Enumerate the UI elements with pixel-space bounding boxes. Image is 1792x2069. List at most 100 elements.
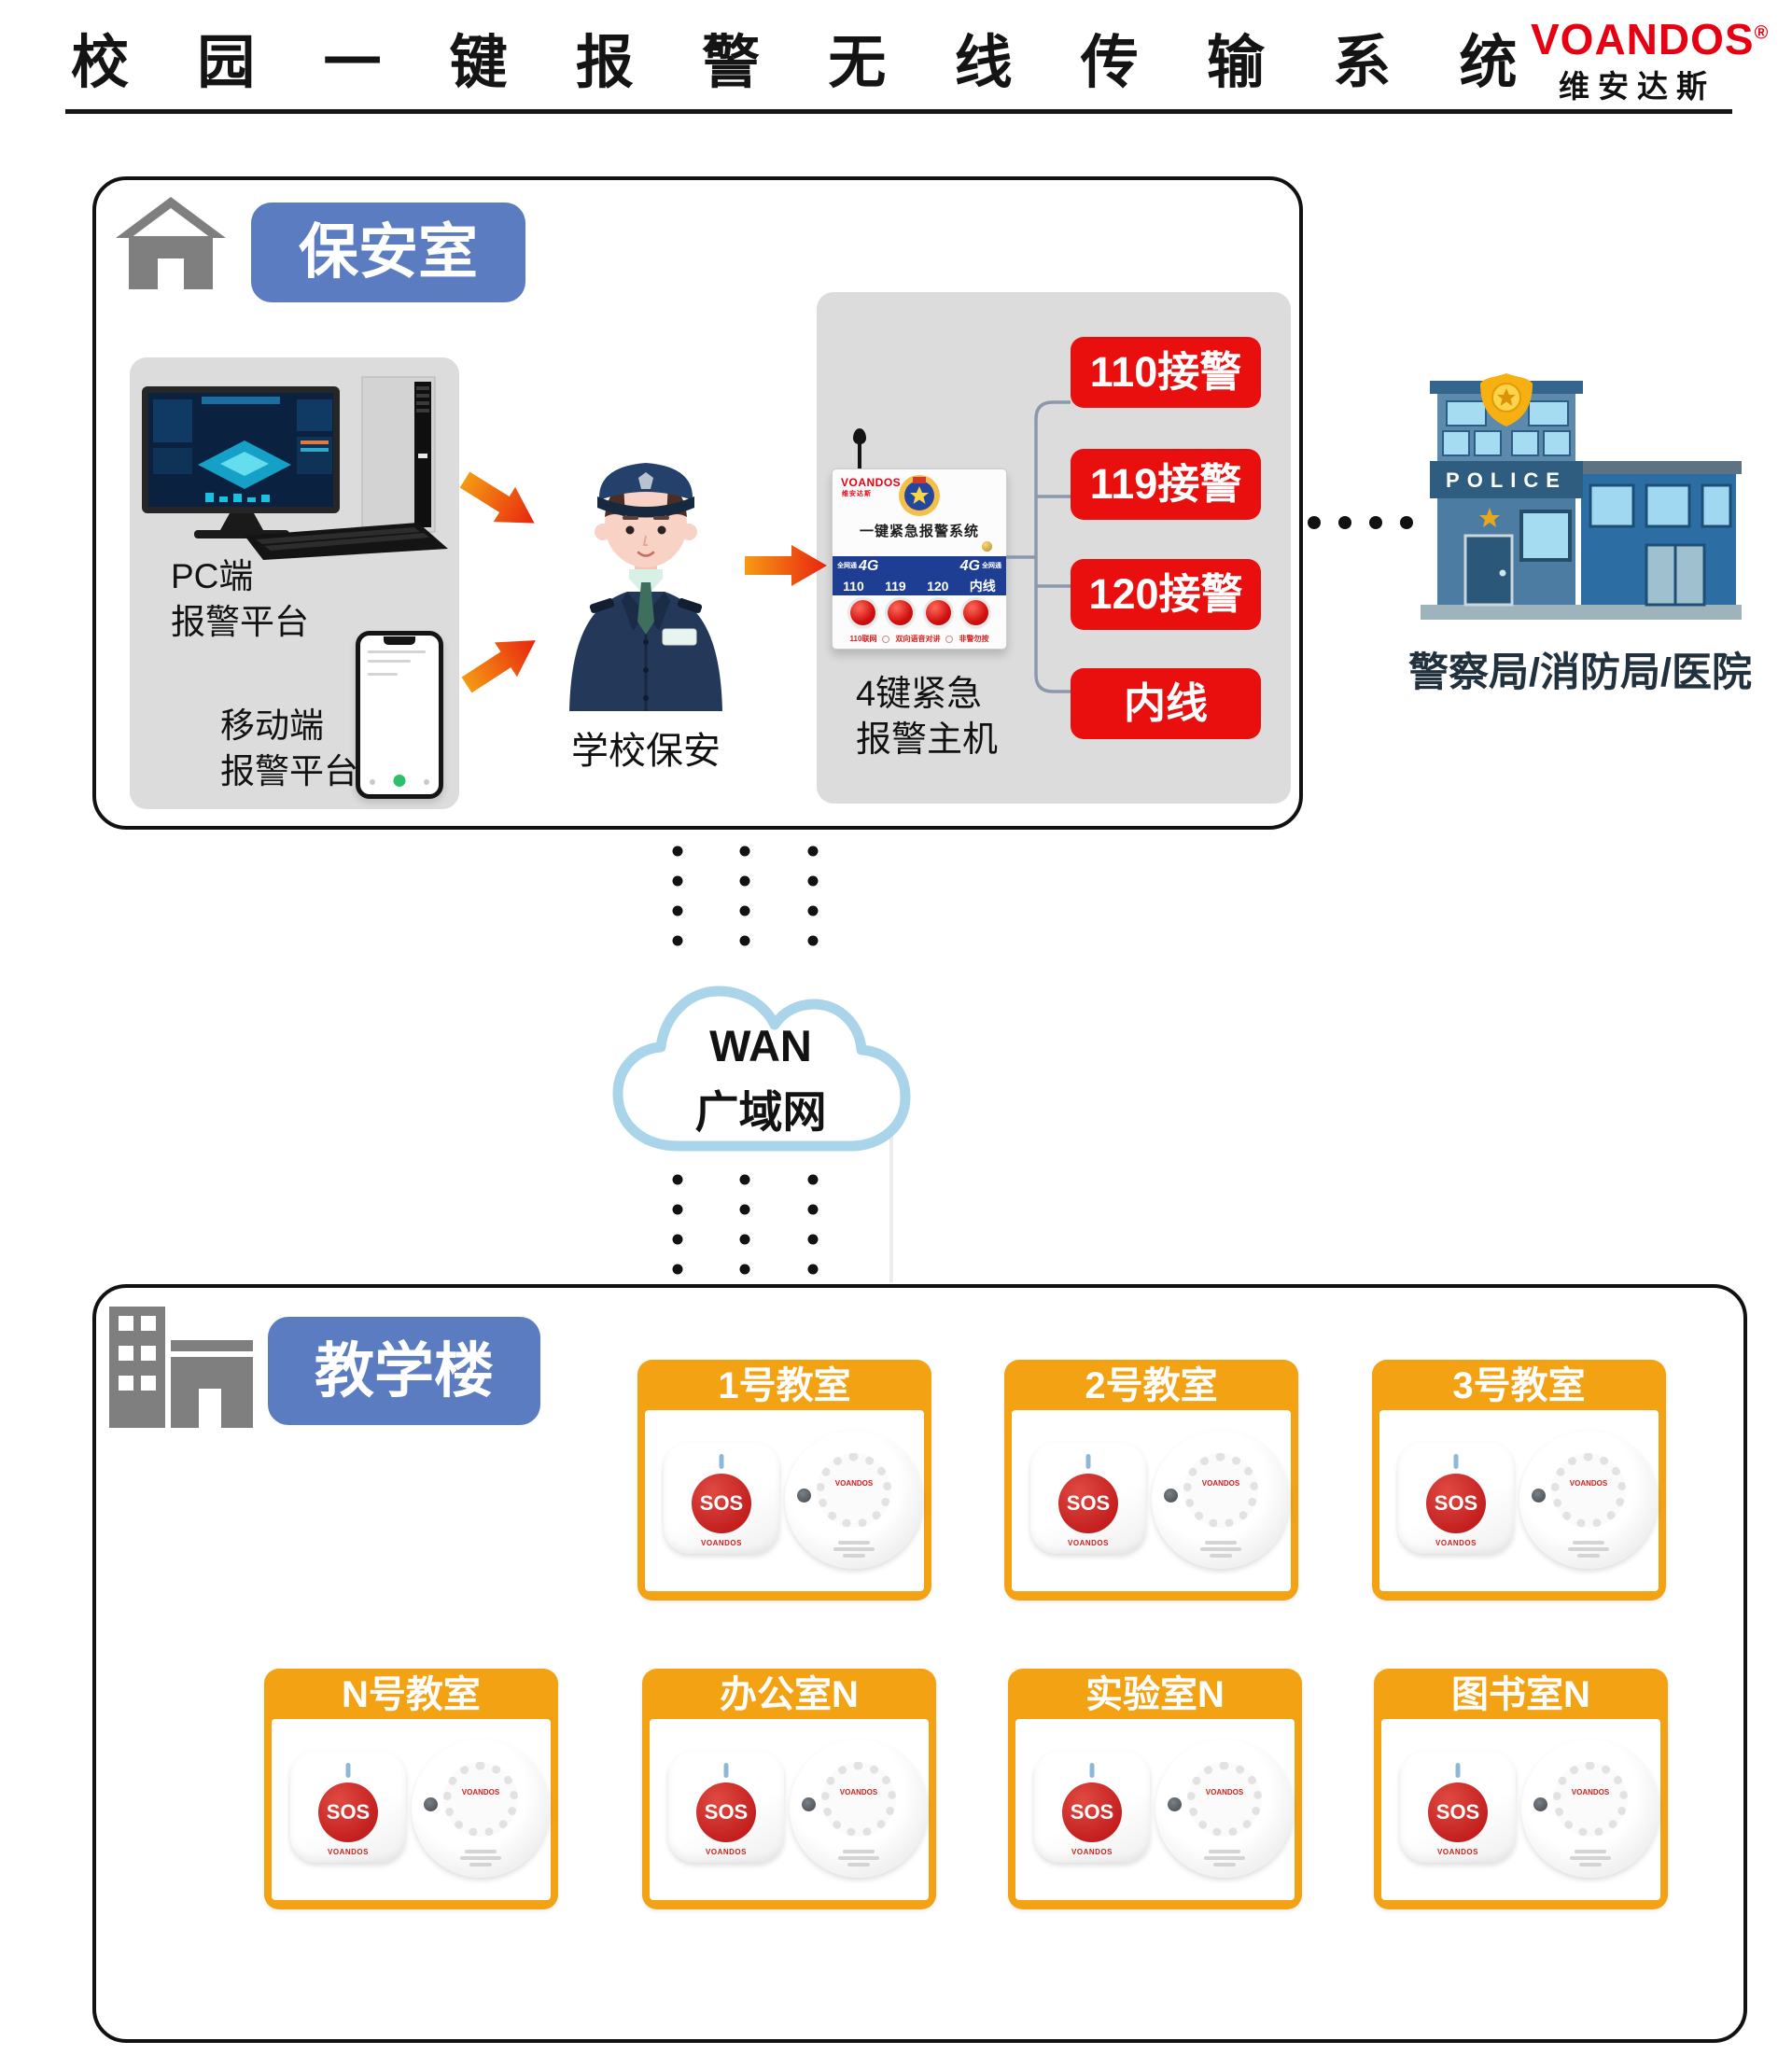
host-note-2: 双向语音对讲 xyxy=(895,635,941,643)
flow-arrows xyxy=(459,471,827,693)
wan-cloud-icon xyxy=(612,986,911,1152)
led-icon xyxy=(719,1454,724,1469)
wan-label-line1: WAN xyxy=(709,1021,812,1070)
police-fire-hospital-label: 警察局/消防局/医院 xyxy=(1408,650,1752,695)
detector-led-icon xyxy=(424,1797,438,1811)
detector-knob xyxy=(1551,1453,1626,1528)
room-card-title: 3号教室 xyxy=(1452,1365,1586,1406)
host-notes: 110联网 双向语音对讲 非警勿按 xyxy=(833,634,1006,644)
detector-knob xyxy=(817,1453,891,1528)
device-brand: VOANDOS xyxy=(328,1848,369,1856)
host-red-button-120 xyxy=(925,600,951,625)
sos-red-button: SOS xyxy=(1058,1474,1118,1533)
sos-button-device: SOS VOANDOS xyxy=(1400,1751,1516,1863)
device-brand: VOANDOS xyxy=(1068,1539,1109,1547)
page-title: 校 园 一 键 报 警 无 线 传 输 系 统 xyxy=(71,31,1544,95)
host-key-119: 119 xyxy=(885,578,906,594)
host-brand-cn: 维安达斯 xyxy=(842,491,872,497)
registered-mark: ® xyxy=(1754,22,1770,44)
phone-app-button xyxy=(393,775,406,787)
device-brand: VOANDOS xyxy=(706,1848,747,1856)
device-brand: VOANDOS xyxy=(1435,1539,1477,1547)
room-card-body: SOS VOANDOS VOANDOS xyxy=(1381,1719,1660,1900)
detector-led-icon xyxy=(1168,1797,1182,1811)
school-building-icon xyxy=(109,1307,253,1428)
led-icon xyxy=(1453,1454,1459,1469)
smoke-detector-device: VOANDOS xyxy=(785,1431,923,1569)
key-lock-icon xyxy=(982,541,992,552)
sos-red-button: SOS xyxy=(692,1474,751,1533)
host-note-1: 110联网 xyxy=(849,635,877,643)
host-red-button-110 xyxy=(849,600,875,625)
led-icon xyxy=(1085,1454,1091,1469)
security-guard-image xyxy=(569,463,722,711)
sos-red-button: SOS xyxy=(1062,1782,1122,1842)
smoke-detector-device: VOANDOS xyxy=(1521,1740,1659,1878)
room-card-title: 图书室N xyxy=(1451,1674,1590,1715)
guard-label: 学校保安 xyxy=(571,731,721,772)
room-card-title: 实验室N xyxy=(1085,1674,1225,1715)
detector-led-icon xyxy=(797,1489,811,1503)
detector-knob xyxy=(1183,1453,1258,1528)
dotted-line-to-police xyxy=(1308,516,1413,529)
detector-knob xyxy=(821,1762,896,1837)
brand-logo-chinese: 维安达斯 xyxy=(1559,69,1715,105)
header-divider xyxy=(65,109,1732,114)
smoke-detector-device: VOANDOS xyxy=(790,1740,928,1878)
mobile-phone-image xyxy=(356,631,443,799)
detector-knob xyxy=(443,1762,518,1837)
dotted-link-top xyxy=(672,846,819,946)
brand-logo-text: VOANDOS® xyxy=(1531,17,1768,62)
host-button-row xyxy=(833,600,1006,625)
arrow-guard-to-host xyxy=(745,545,827,586)
alarm-button-119: 119接警 xyxy=(1071,449,1261,520)
host-key-intercom: 内线 xyxy=(969,578,996,594)
security-room-label: 保安室 xyxy=(251,203,525,302)
detector-led-icon xyxy=(802,1797,816,1811)
room-card-body: SOS VOANDOS VOANDOS xyxy=(1012,1410,1291,1591)
detector-led-icon xyxy=(1164,1489,1178,1503)
net-left-big: 4G xyxy=(859,557,879,574)
mobile-platform-label-line2: 报警平台 xyxy=(220,751,358,790)
host-key-120: 120 xyxy=(927,578,949,594)
device-brand: VOANDOS xyxy=(1437,1848,1478,1856)
police-sign: POLICE xyxy=(1446,468,1567,492)
sos-red-button: SOS xyxy=(1428,1782,1488,1842)
brand-name: VOANDOS xyxy=(1531,15,1755,63)
detector-knob xyxy=(1553,1762,1628,1837)
detector-led-icon xyxy=(1532,1489,1546,1503)
sos-button-device: SOS VOANDOS xyxy=(1030,1442,1146,1554)
alarm-button-intercom: 内线 xyxy=(1071,668,1261,739)
device-brand: VOANDOS xyxy=(839,1788,878,1796)
led-icon xyxy=(1089,1763,1095,1778)
wan-label: WAN 广域网 xyxy=(599,1014,922,1145)
host-panel-title: 一键紧急报警系统 xyxy=(859,524,979,539)
device-brand: VOANDOS xyxy=(1201,1479,1240,1488)
alarm-host-label-line1: 4键紧急 xyxy=(856,675,983,714)
brand-logo: VOANDOS® 维安达斯 xyxy=(1531,17,1768,106)
device-brand: VOANDOS xyxy=(834,1479,874,1488)
host-note-3: 非警勿按 xyxy=(959,635,989,643)
smoke-detector-device: VOANDOS xyxy=(1519,1431,1658,1569)
arrow-mobile-to-guard xyxy=(461,640,536,693)
device-brand: VOANDOS xyxy=(461,1788,500,1796)
led-icon xyxy=(345,1763,351,1778)
net-left-small: 全网通 xyxy=(837,563,857,569)
led-icon xyxy=(723,1763,729,1778)
detector-knob xyxy=(1187,1762,1262,1837)
room-card-title: 2号教室 xyxy=(1085,1365,1218,1406)
